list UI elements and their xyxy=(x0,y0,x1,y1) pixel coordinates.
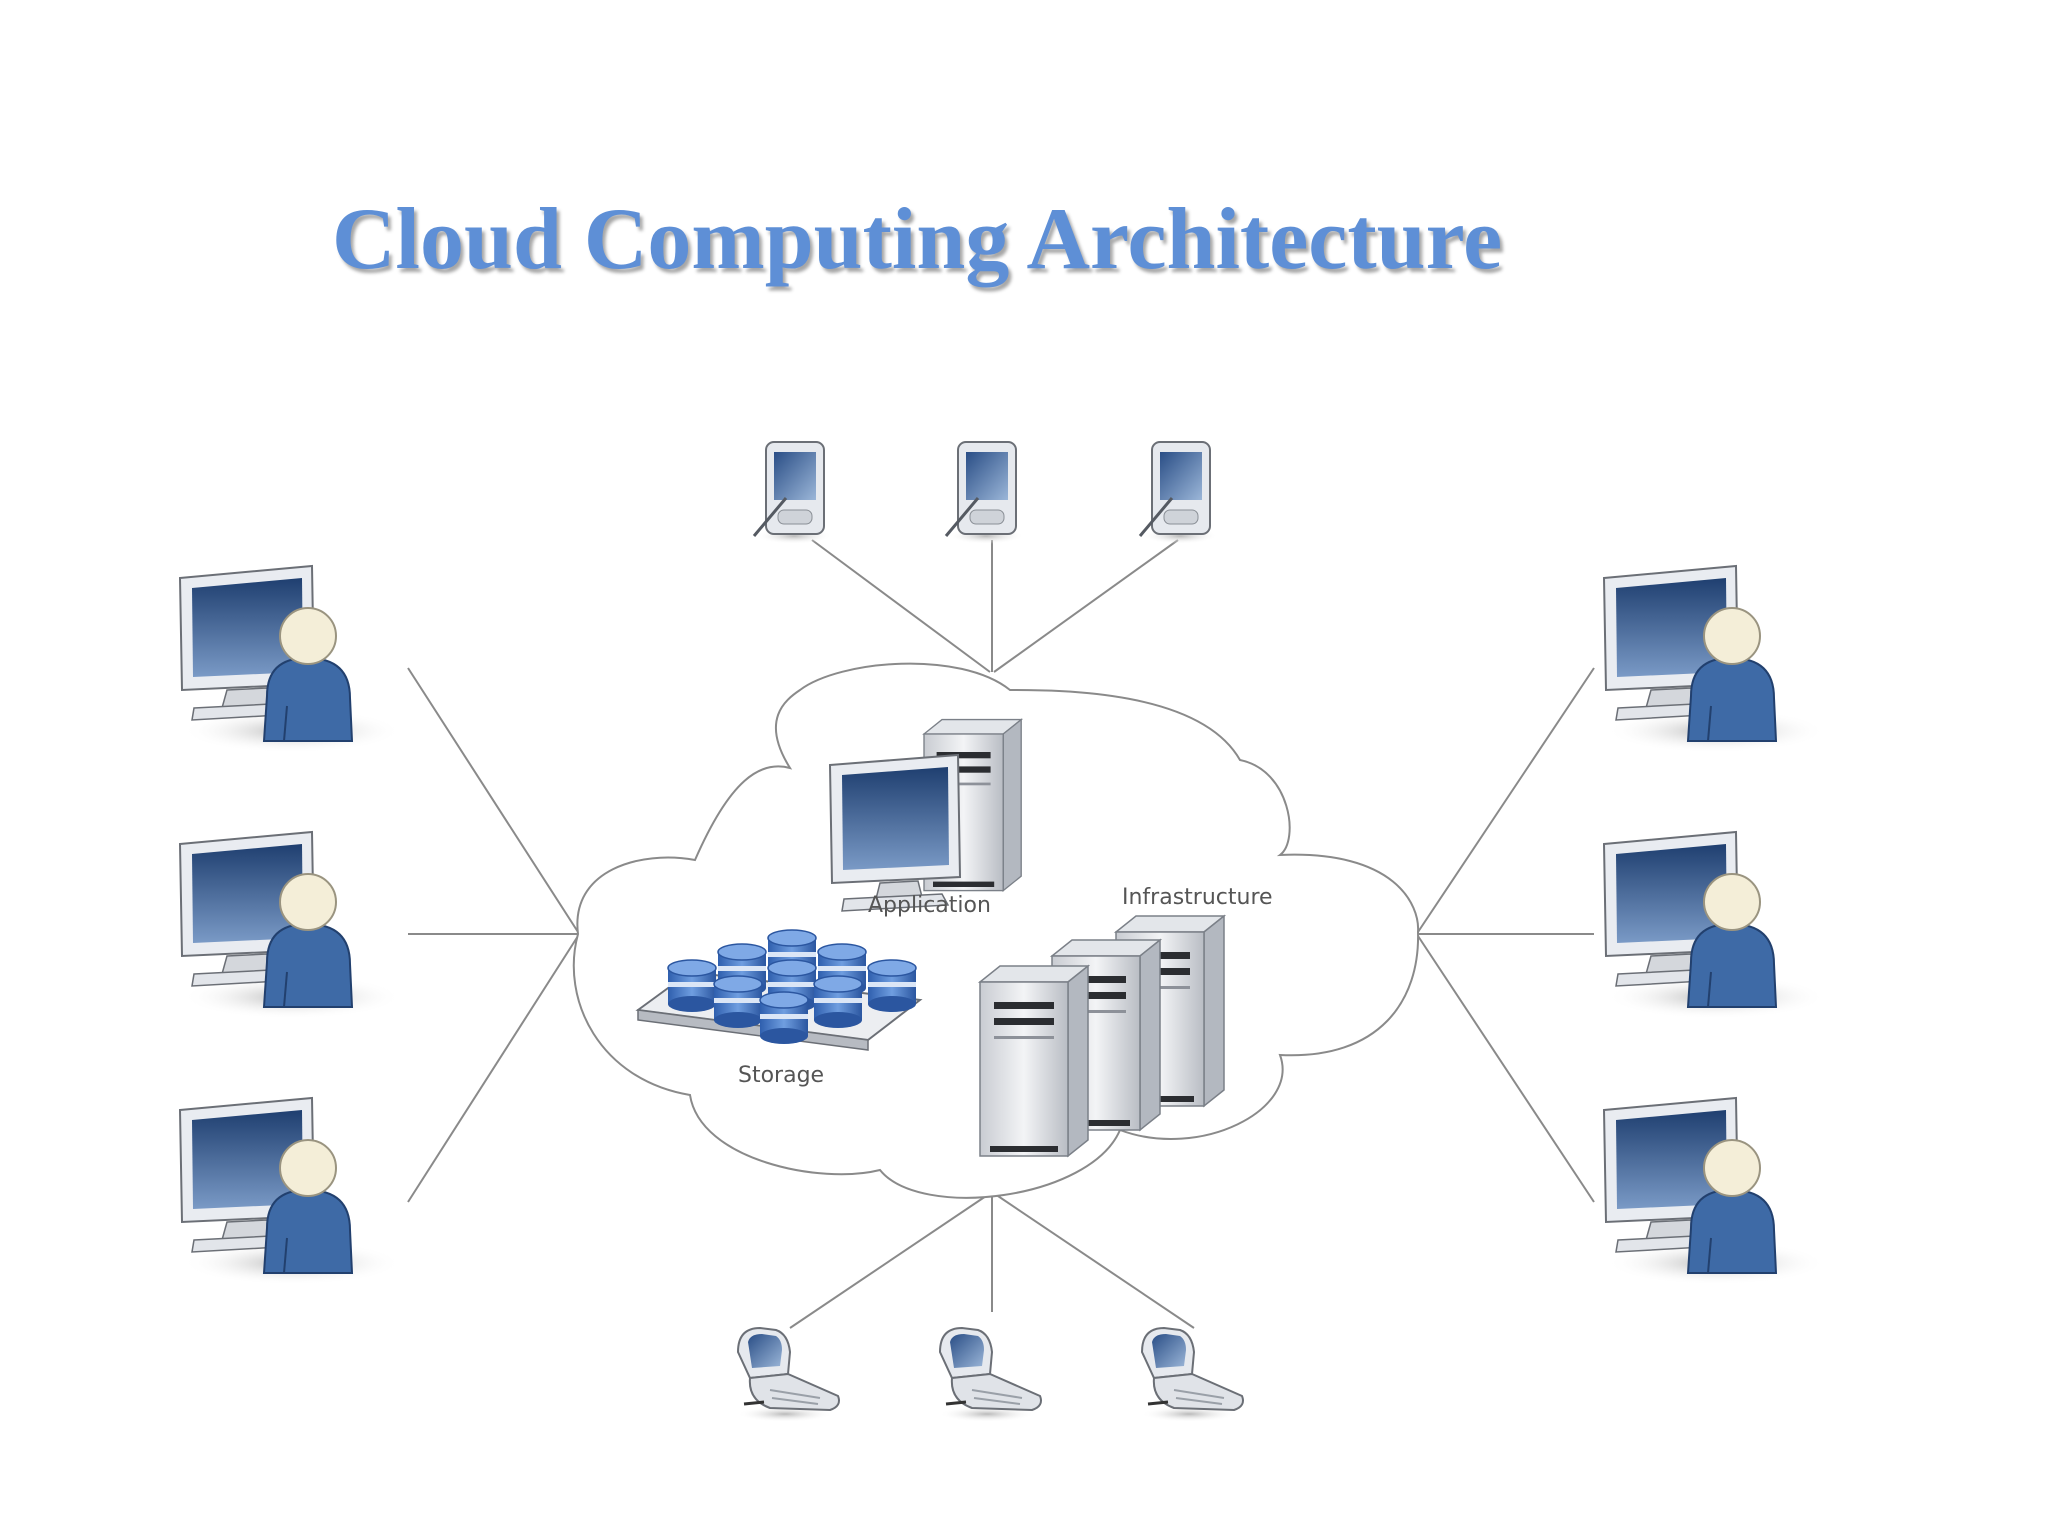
pda-icon xyxy=(752,440,834,546)
page-title: Cloud Computing Architecture xyxy=(332,191,1503,288)
user-workstation-icon xyxy=(179,1097,403,1286)
connection-lines xyxy=(407,539,1595,1329)
user-workstation-icon xyxy=(179,565,403,754)
application-server-icon xyxy=(828,718,1022,912)
link-phone-3 xyxy=(991,1191,1195,1329)
link-phone-1 xyxy=(789,1191,993,1329)
link-left-1 xyxy=(407,667,579,933)
user-workstation-icon xyxy=(1603,831,1827,1020)
flip-phone-icon xyxy=(937,1326,1043,1424)
link-pda-1 xyxy=(811,539,991,673)
flip-phone-icon xyxy=(1139,1326,1245,1424)
link-pda-3 xyxy=(993,539,1179,673)
storage-database-icon xyxy=(635,929,923,1051)
link-right-1 xyxy=(1417,667,1595,933)
user-workstation-icon xyxy=(179,831,403,1020)
application-label: Application xyxy=(868,893,991,918)
link-left-3 xyxy=(407,935,579,1203)
infrastructure-label: Infrastructure xyxy=(1122,885,1273,910)
link-right-3 xyxy=(1417,935,1595,1203)
pda-icon xyxy=(944,440,1026,546)
user-workstation-icon xyxy=(1603,565,1827,754)
storage-label: Storage xyxy=(738,1063,824,1088)
pda-icon xyxy=(1138,440,1220,546)
flip-phone-icon xyxy=(735,1326,841,1424)
user-workstation-icon xyxy=(1603,1097,1827,1286)
